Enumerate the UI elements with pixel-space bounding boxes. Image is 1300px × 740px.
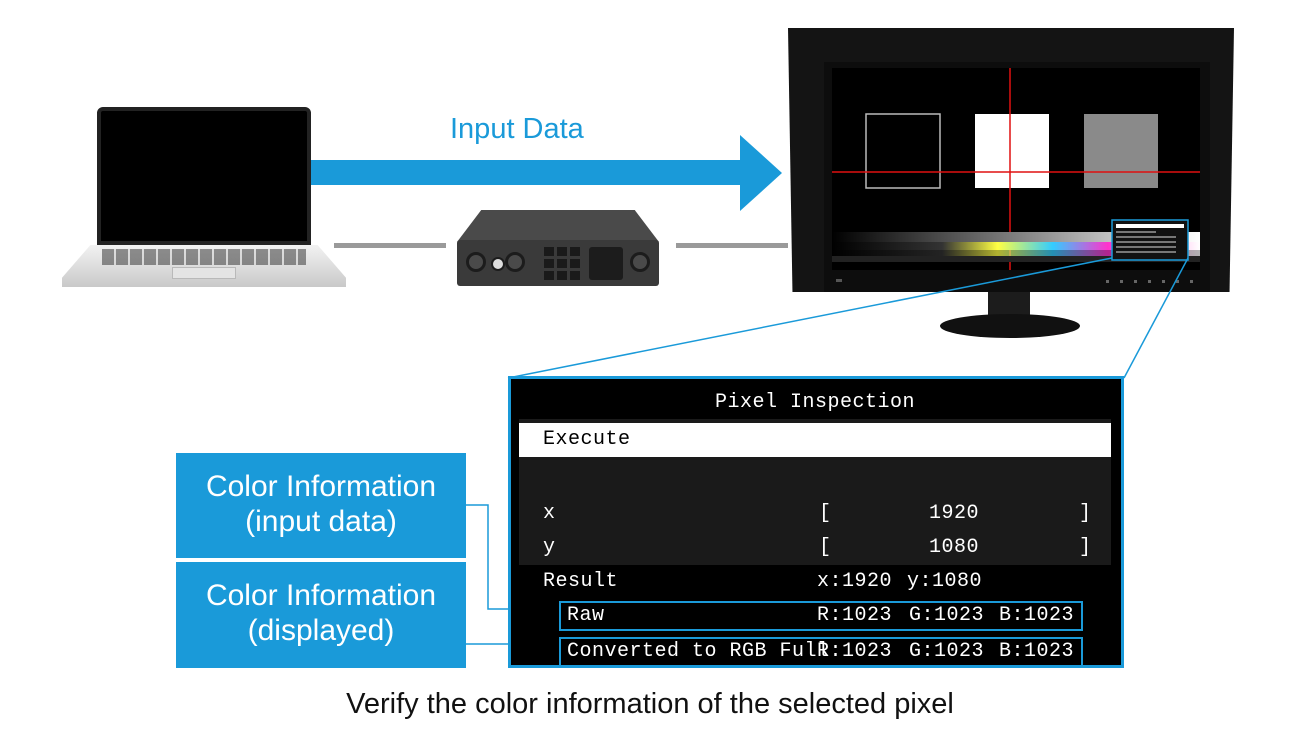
- raw-label: Raw: [567, 604, 605, 627]
- raw-values-row: Raw R:1023 G:1023 B:1023: [559, 601, 1083, 631]
- y-close-bracket: ]: [1079, 536, 1092, 559]
- raw-r-value: R:1023: [817, 604, 893, 627]
- raw-b-value: B:1023: [999, 604, 1075, 627]
- y-coordinate-row[interactable]: y [ 1080 ]: [519, 531, 1111, 565]
- result-y: y:1080: [907, 570, 983, 593]
- converted-b-value: B:1023: [999, 640, 1075, 663]
- input-arrow: [308, 160, 750, 185]
- converted-r-value: R:1023: [817, 640, 893, 663]
- callout-input-color-info: Color Information (input data): [176, 453, 466, 558]
- x-close-bracket: ]: [1079, 502, 1092, 525]
- cable-player-monitor: [676, 243, 788, 248]
- converted-label: Converted to RGB Full: [567, 640, 830, 663]
- result-x: x:1920: [817, 570, 893, 593]
- callout-displayed-line1: Color Information: [205, 579, 437, 612]
- raw-g-value: G:1023: [909, 604, 985, 627]
- x-open-bracket: [: [819, 502, 832, 525]
- execute-menu-item[interactable]: Execute: [519, 423, 1111, 457]
- result-label: Result: [543, 570, 619, 593]
- y-value: 1080: [929, 536, 980, 559]
- callout-input-line2: (input data): [245, 505, 397, 538]
- execute-label: Execute: [543, 428, 631, 451]
- y-label: y: [543, 536, 556, 559]
- caption: Verify the color information of the sele…: [346, 688, 954, 720]
- x-value: 1920: [929, 502, 980, 525]
- converted-g-value: G:1023: [909, 640, 985, 663]
- y-open-bracket: [: [819, 536, 832, 559]
- pixel-inspection-panel: Pixel Inspection Execute x [ 1920 ] y [ …: [508, 376, 1124, 668]
- input-arrow-head: [740, 135, 782, 211]
- input-data-label: Input Data: [450, 113, 584, 145]
- callout-displayed-color-info: Color Information (displayed): [176, 562, 466, 668]
- x-coordinate-row[interactable]: x [ 1920 ]: [519, 497, 1111, 531]
- callout-input-line1: Color Information: [205, 470, 437, 503]
- pixel-inspection-title: Pixel Inspection: [519, 387, 1111, 419]
- callout-displayed-line2: (displayed): [247, 614, 395, 647]
- x-label: x: [543, 502, 556, 525]
- cable-laptop-player: [334, 243, 446, 248]
- converted-values-row: Converted to RGB Full R:1023 G:1023 B:10…: [559, 637, 1083, 667]
- result-section: Result x:1920 y:1080: [519, 565, 1111, 665]
